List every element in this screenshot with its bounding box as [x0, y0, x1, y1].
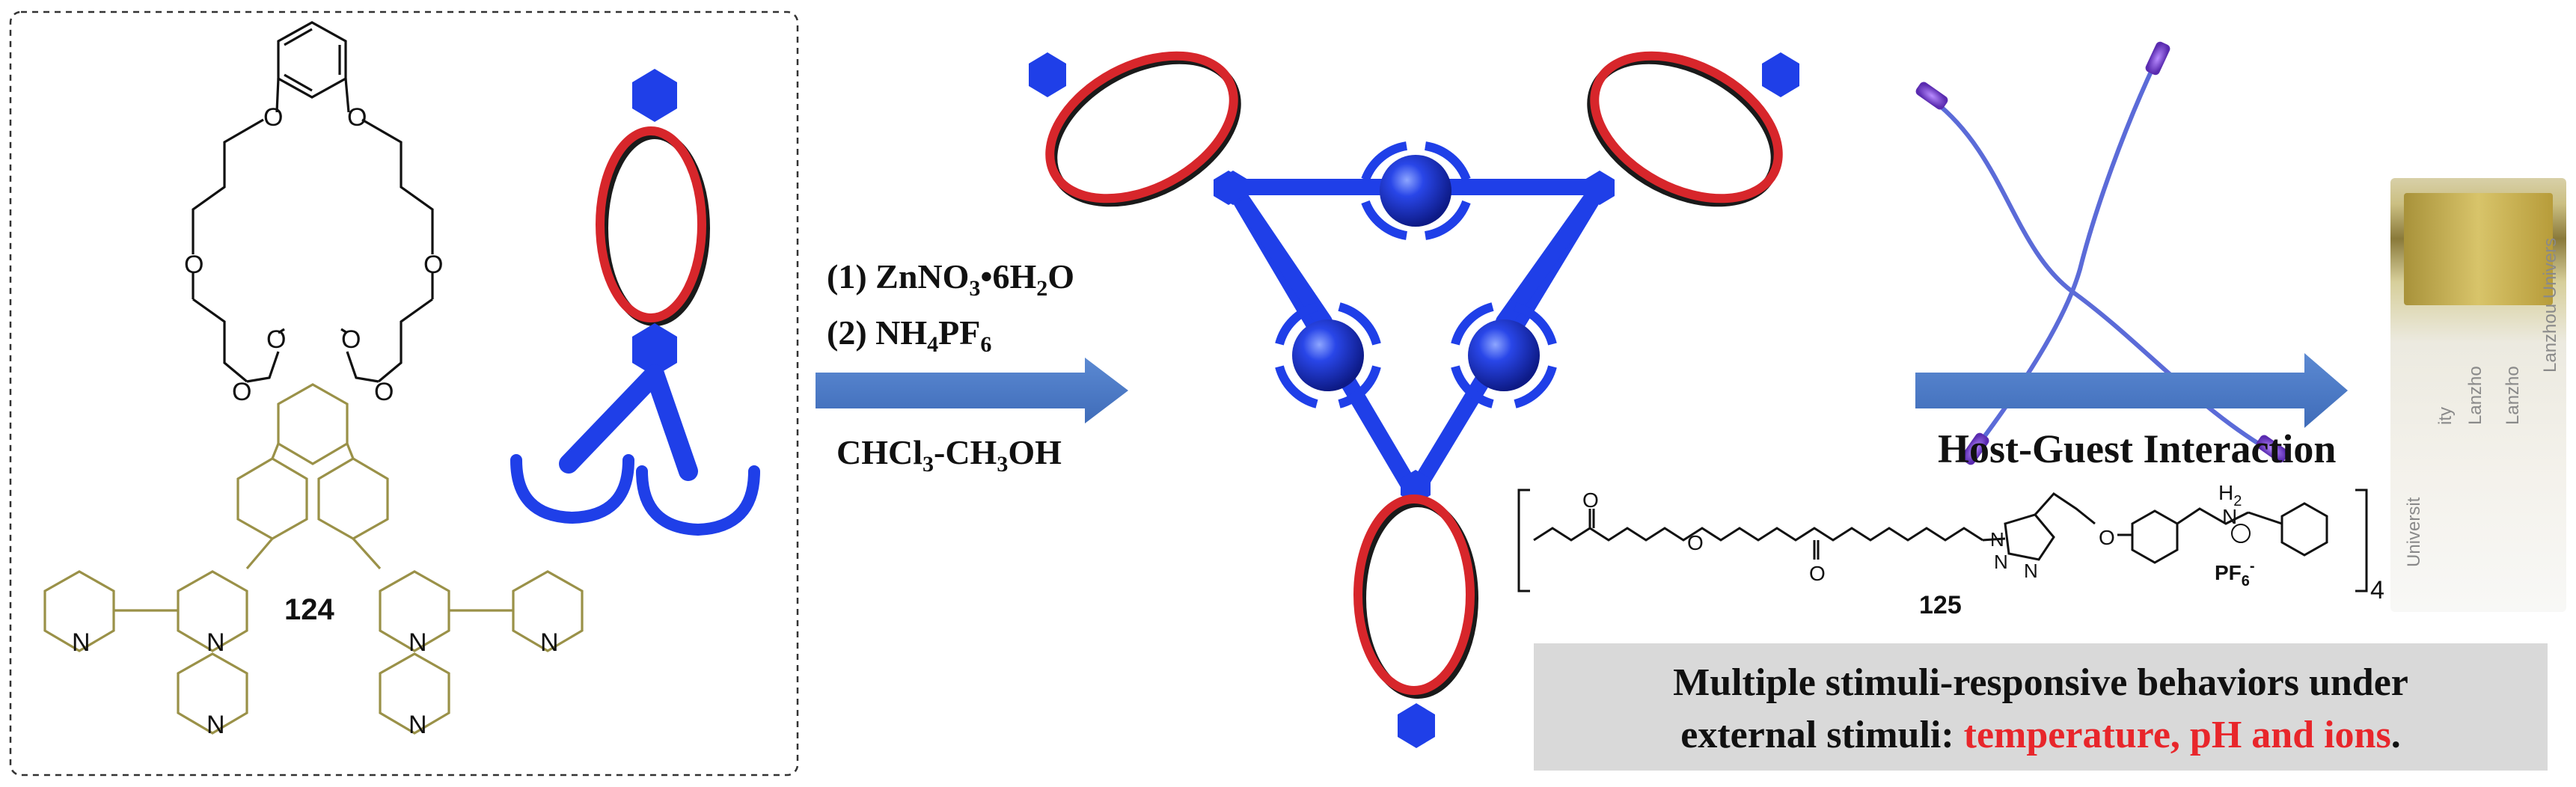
oxygen-label: O	[2099, 526, 2115, 549]
vial-cap	[2404, 193, 2553, 305]
nitrogen-label: N	[206, 628, 225, 657]
nitrogen-label: N	[1990, 528, 2004, 551]
terpyridine-scaffold	[43, 383, 584, 735]
terpyridine-claw-right	[636, 465, 760, 536]
dashed-frame	[9, 10, 799, 777]
caption-line-2: external stimuli: temperature, pH and io…	[1680, 714, 2401, 756]
zinc-node-left	[1275, 302, 1381, 408]
monomer-cartoon	[510, 69, 760, 536]
vial-text: Lanzho	[2465, 366, 2485, 425]
nitrogen-label: N	[206, 711, 225, 739]
nitrogen-label: N	[409, 628, 427, 657]
oxygen-label: O	[347, 103, 367, 132]
hexagon-middle	[632, 323, 677, 376]
ammonium-n: N	[2222, 505, 2237, 528]
vial-text: Universit	[2404, 497, 2424, 567]
oxygen-label: O	[232, 378, 251, 406]
gel-vial-photo: Lanzhou Univers Lanzho Lanzho ity Univer…	[2390, 178, 2566, 612]
metallacycle-assembly	[1029, 51, 1799, 748]
reagent-step-2: (2) NH4PF6	[827, 313, 991, 357]
crown-ring-top-left	[1045, 51, 1241, 207]
oxygen-label: O	[1809, 562, 1826, 585]
ammonium-label: H2	[2218, 481, 2242, 509]
counter-ion: PF6-	[2215, 558, 2255, 590]
host-guest-arrow	[1915, 353, 2348, 428]
caption-highlight: temperature, pH and ions	[1963, 714, 2391, 756]
guest-polymer-125	[1517, 489, 2368, 592]
nitrogen-label: N	[1994, 551, 2008, 573]
positive-charge-icon	[2231, 524, 2251, 543]
crown-ring-bottom	[1353, 494, 1478, 699]
repeat-subscript: 4	[2370, 576, 2384, 604]
vial-text: ity	[2435, 407, 2456, 425]
vial-text: Lanzho	[2503, 366, 2523, 425]
zinc-node-top	[1361, 141, 1471, 240]
solvent-label: CHCl3-CH3OH	[836, 433, 1062, 477]
hexagon-top	[632, 69, 677, 122]
caption-line-1: Multiple stimuli-responsive behaviors un…	[1673, 661, 2408, 704]
v-linker	[559, 364, 698, 481]
oxygen-label: O	[266, 325, 286, 354]
compound-number-124: 124	[284, 593, 334, 626]
oxygen-label: O	[341, 325, 361, 354]
oxygen-label: O	[374, 378, 394, 406]
nitrogen-label: N	[72, 628, 91, 657]
zinc-node-right	[1451, 302, 1557, 408]
vial-text: Lanzhou Univers	[2540, 237, 2560, 373]
stimuli-caption-box: Multiple stimuli-responsive behaviors un…	[1534, 643, 2548, 771]
oxygen-label: O	[263, 103, 283, 132]
crown-ring-top-right	[1587, 51, 1783, 207]
nitrogen-label: N	[2024, 560, 2038, 582]
reagent-step-1: (1) ZnNO3•6H2O	[827, 257, 1074, 301]
oxygen-label: O	[1582, 489, 1599, 512]
nitrogen-label: N	[540, 628, 559, 657]
oxygen-label: O	[423, 251, 443, 279]
crown-ether-structure	[192, 21, 434, 383]
compound-number-125: 125	[1919, 591, 1962, 619]
molecule-124-panel: O O O O O O O O	[9, 10, 799, 777]
reaction-arrow	[816, 358, 1128, 423]
nitrogen-label: N	[409, 711, 427, 739]
host-guest-label: Host-Guest Interaction	[1938, 426, 2336, 471]
oxygen-label: O	[1687, 531, 1704, 554]
oxygen-label: O	[184, 251, 204, 279]
terpyridine-claw-left	[510, 454, 634, 524]
reaction-conditions: (1) ZnNO3•6H2O (2) NH4PF6 CHCl3-CH3OH	[816, 257, 1128, 477]
